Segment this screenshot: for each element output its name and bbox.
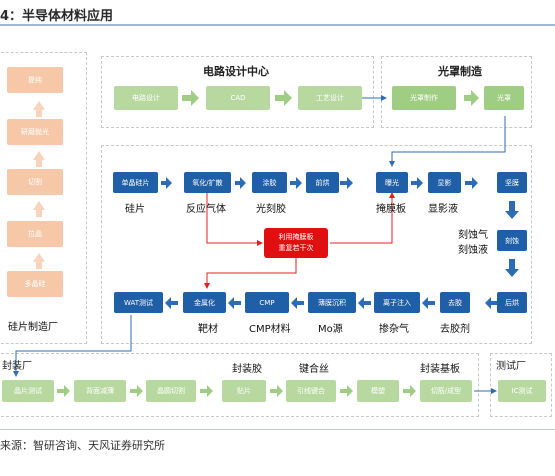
design-arrows: [182, 90, 479, 106]
wafer-step-purify: 提纯: [7, 67, 63, 93]
material-etch-liquid: 刻蚀液: [458, 245, 488, 256]
material-encapsulant: 封装胶: [232, 364, 262, 375]
mask-step-mask: 光罩: [484, 86, 524, 110]
repeat-note-line2: 重复若干次: [278, 244, 314, 252]
fab-step-ion-implant: 离子注入: [374, 292, 420, 313]
package-frame: [0, 353, 479, 417]
fab-right-arrows: [505, 201, 519, 277]
wafer-factory-label: 硅片制造厂: [8, 322, 58, 333]
fab-step-exposure: 曝光: [376, 172, 408, 193]
test-title: 测试厂: [496, 361, 526, 372]
wafer-step-crystal: 拉晶: [7, 221, 63, 247]
material-developer: 显影液: [428, 204, 458, 215]
mask-title: 光罩制造: [438, 65, 482, 78]
wafer-factory-frame: [0, 52, 87, 344]
wafer-step-cut: 切割: [7, 169, 63, 195]
material-silicon: 硅片: [125, 204, 145, 215]
design-step-cad: CAD: [206, 86, 270, 110]
wafer-step-polish: 研磨抛光: [7, 119, 63, 145]
fab-step-strip: 去胶: [440, 292, 470, 313]
material-mask-plate: 掩膜板: [376, 204, 406, 215]
material-reaction-gas: 反应气体: [186, 204, 226, 215]
source-note: 来源：智研咨询、天风证券研究所: [0, 439, 165, 452]
test-frame: [490, 353, 552, 417]
fab-row1-arrows: [161, 177, 478, 189]
design-center-frame: [101, 56, 374, 128]
fab-step-wafer: 单晶硅片: [113, 172, 158, 193]
package-arrows: [57, 385, 416, 397]
title-divider: [0, 24, 555, 26]
package-step-die-attach: 贴片: [222, 380, 266, 402]
fab-step-oxidation: 氧化/扩散: [184, 172, 231, 193]
fab-step-cmp: CMP: [245, 292, 289, 313]
fab-frame: [101, 145, 532, 344]
fab-step-etch: 刻蚀: [497, 230, 527, 251]
fab-row3-arrows: [165, 297, 498, 309]
design-step-circuit: 电路设计: [114, 86, 178, 110]
material-target: 靶材: [198, 324, 218, 335]
package-step-molding: 模塑: [357, 380, 399, 402]
footer-divider: [0, 429, 555, 430]
package-step-backgrind: 背面减薄: [74, 380, 126, 402]
material-stripper: 去胶剂: [440, 324, 470, 335]
fab-step-coating: 涂胶: [252, 172, 287, 193]
package-step-dicing: 晶圆切割: [146, 380, 196, 402]
package-step-wire-bond: 引线键合: [286, 380, 336, 402]
material-substrate: 封装基板: [420, 364, 460, 375]
fab-step-prebake: 前烘: [306, 172, 339, 193]
design-step-process: 工艺设计: [298, 86, 362, 110]
fab-step-postbake: 后烘: [497, 292, 527, 313]
fab-step-hardbake: 坚膜: [497, 172, 527, 193]
test-step-ic: IC测试: [498, 380, 546, 402]
material-photoresist: 光刻胶: [256, 204, 286, 215]
material-mo-source: Mo源: [318, 324, 343, 335]
wafer-arrows: [33, 101, 45, 269]
material-bond-wire: 键合丝: [299, 364, 329, 375]
repeat-note: 利用掩膜板 重复若干次: [264, 228, 328, 258]
page-title: 4：半导体材料应用: [0, 9, 114, 24]
fab-step-develop: 显影: [428, 172, 461, 193]
repeat-note-line1: 利用掩膜板: [278, 233, 314, 241]
fab-step-wat-test: WAT测试: [114, 292, 163, 313]
package-step-wafer-test: 晶片测试: [2, 380, 54, 402]
mask-step-make: 光罩制作: [392, 86, 456, 110]
material-cmp: CMP材料: [249, 324, 291, 335]
package-title: 封装厂: [2, 361, 32, 372]
fab-step-metallization: 金属化: [183, 292, 226, 313]
material-dopant-gas: 掺杂气: [379, 324, 409, 335]
material-etch-gas: 刻蚀气: [458, 230, 488, 241]
mask-frame: [381, 56, 532, 128]
wafer-step-polysilicon: 多晶硅: [7, 271, 63, 297]
design-center-title: 电路设计中心: [203, 65, 269, 78]
package-step-trim-form: 切筋/成型: [420, 380, 472, 402]
fab-step-deposition: 薄膜沉积: [308, 292, 356, 313]
